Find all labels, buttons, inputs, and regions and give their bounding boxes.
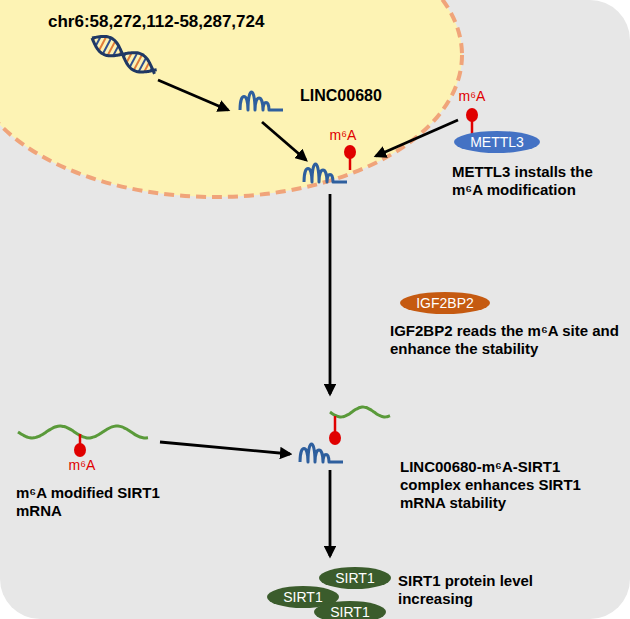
m6a-pin: [466, 108, 478, 122]
m6a-pin: [74, 443, 86, 457]
flow-arrow: [160, 442, 290, 454]
lncrna: [240, 92, 283, 110]
node-text: METTL3: [470, 134, 524, 150]
m6a-label: m⁶A: [62, 457, 102, 474]
flow-arrow: [262, 122, 306, 160]
sirt1-mrna: [18, 426, 148, 438]
step-caption: METTL3 installs the m⁶A modification: [452, 163, 624, 199]
node-text: SIRT1: [335, 570, 374, 586]
lncrna-complex: [300, 444, 343, 462]
igf2bp2-ellipse: IGF2BP2: [399, 291, 491, 315]
sirt1-mrna-complex: [330, 407, 390, 417]
sirt1-protein: SIRT1: [318, 566, 392, 590]
lncrna-label: LINC00680: [300, 86, 382, 105]
lncrna-m6a: [304, 164, 347, 182]
flow-arrow: [329, 470, 332, 556]
m6a-label: m⁶A: [452, 88, 492, 105]
step-caption: LINC00680-m⁶A-SIRT1 complex enhances SIR…: [400, 458, 615, 512]
node-text: IGF2BP2: [416, 295, 474, 311]
flow-arrow: [376, 120, 458, 156]
step-caption: IGF2BP2 reads the m⁶A site and enhance t…: [390, 322, 620, 358]
mettl3-ellipse: METTL3: [453, 130, 541, 154]
flow-arrow: [329, 194, 332, 394]
nucleus: chr6:58,272,112-58,287,724LINC00680: [0, 0, 465, 200]
flow-arrow: [158, 80, 228, 110]
m6a-pin: [344, 145, 356, 159]
m6a-pin: [329, 431, 341, 445]
result-caption: SIRT1 protein level increasing: [398, 572, 548, 608]
dna-helix: [88, 30, 160, 80]
mrna-caption: m⁶A modified SIRT1 mRNA: [16, 484, 168, 520]
sirt1-protein: SIRT1: [313, 600, 387, 619]
node-text: SIRT1: [330, 604, 369, 619]
locus-label: chr6:58,272,112-58,287,724: [48, 12, 264, 32]
m6a-label: m⁶A: [323, 127, 363, 144]
node-text: SIRT1: [283, 589, 322, 605]
